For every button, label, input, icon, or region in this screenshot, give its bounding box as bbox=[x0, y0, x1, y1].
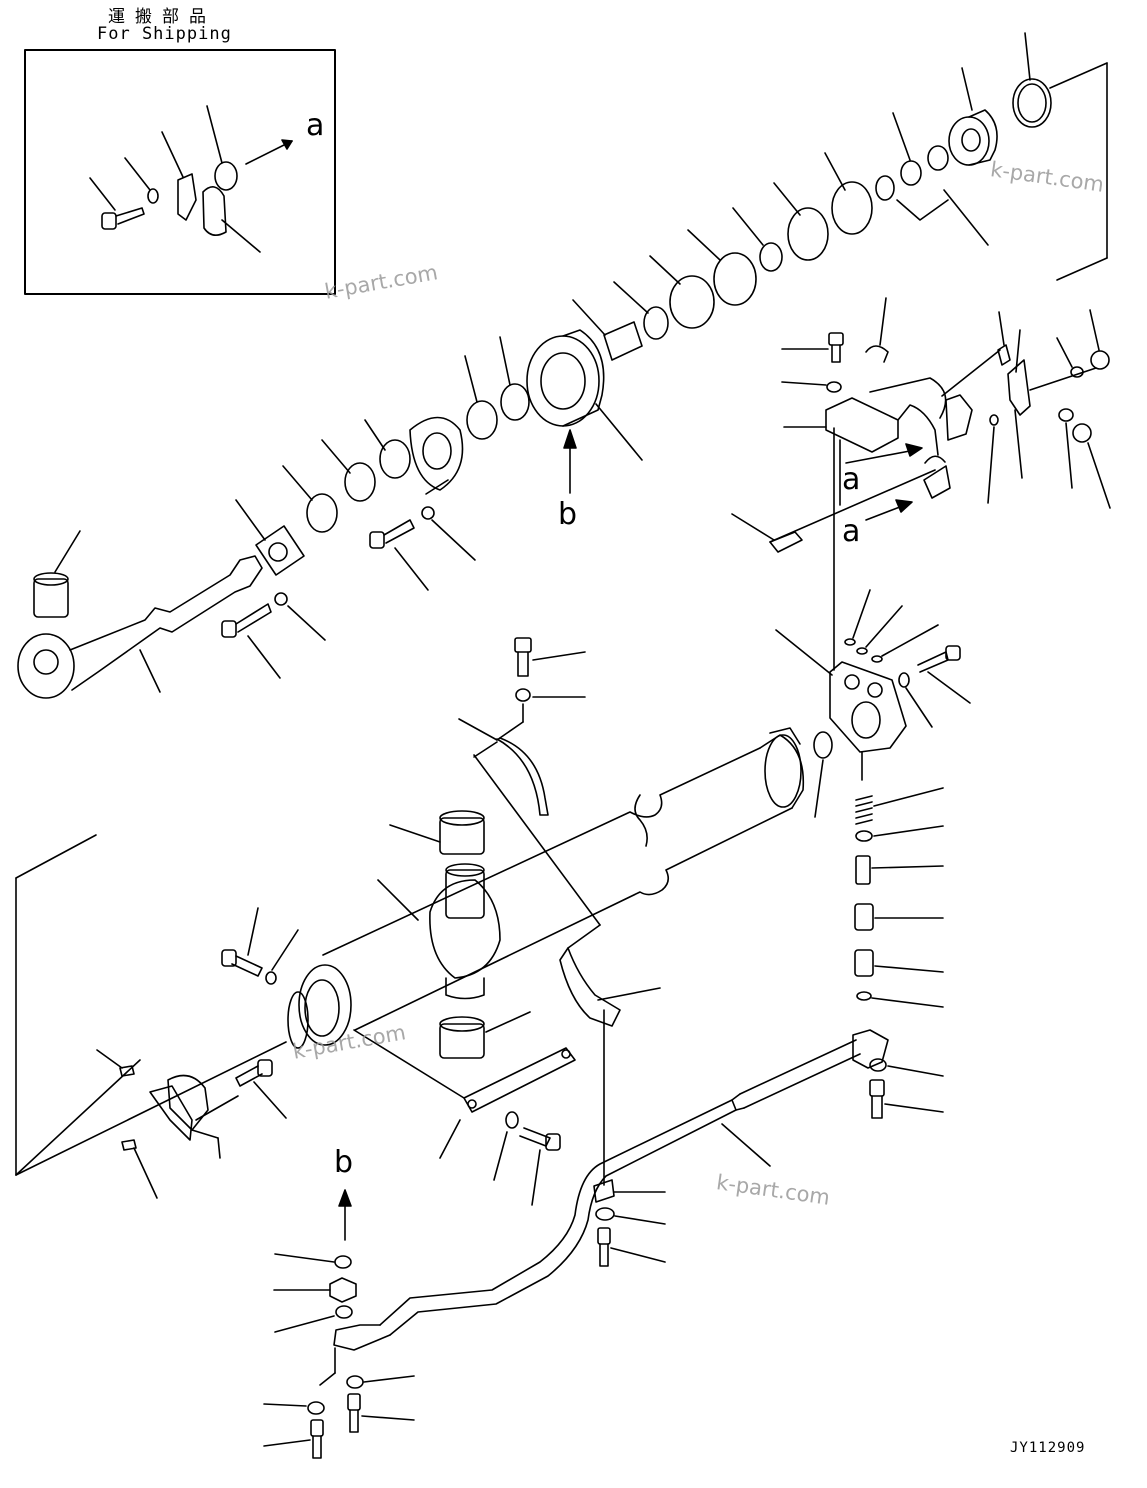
rod-flange-plate bbox=[235, 499, 305, 576]
cylinder-head bbox=[526, 329, 643, 461]
tube-flange-plate bbox=[941, 349, 1001, 441]
valve-parts bbox=[854, 825, 944, 1008]
clamp-bracket bbox=[987, 311, 1031, 504]
shipping-split-flange bbox=[202, 186, 261, 253]
lower-clamp bbox=[473, 754, 661, 1027]
arrow-a-lower bbox=[865, 499, 913, 521]
shipping-cap bbox=[206, 105, 238, 191]
piston-bushing bbox=[572, 299, 643, 361]
shipping-washer bbox=[124, 157, 159, 204]
gland-bolt bbox=[369, 506, 476, 591]
piston-rings bbox=[613, 152, 873, 340]
shipping-half-flange bbox=[161, 131, 197, 221]
tube-clip-bottom bbox=[593, 1009, 666, 1267]
ref-label-a-upper: a bbox=[842, 462, 861, 497]
piston-rod bbox=[17, 555, 263, 699]
arrow-to-a bbox=[245, 139, 293, 165]
ref-label-b-head: b bbox=[558, 497, 578, 532]
valve-bolt bbox=[813, 645, 971, 818]
rod-bushing bbox=[33, 530, 81, 618]
gland-plate bbox=[409, 416, 464, 495]
block-flange bbox=[923, 455, 951, 499]
header-english: For Shipping bbox=[97, 24, 232, 44]
pin-left bbox=[15, 1049, 158, 1199]
bottom-flange-bolt bbox=[221, 907, 299, 985]
ref-label-b-tube: b bbox=[334, 1145, 354, 1180]
tube-block bbox=[783, 377, 947, 671]
shipping-bolt bbox=[89, 177, 145, 230]
ref-label-a-shipping: a bbox=[306, 108, 325, 143]
valve-block bbox=[775, 629, 907, 753]
clamp-nut-washer bbox=[1029, 309, 1111, 509]
block-bolt bbox=[781, 332, 844, 393]
valve-orings bbox=[844, 589, 939, 663]
trunnion-bushing-top bbox=[389, 810, 485, 855]
ref-label-a-lower: a bbox=[842, 514, 861, 549]
cylinder-tube bbox=[287, 727, 805, 1049]
split-flange-lower bbox=[149, 1074, 239, 1159]
tube-clip bbox=[865, 297, 889, 363]
piston-wear-ring bbox=[1012, 32, 1052, 128]
tube-end-parts bbox=[263, 1253, 415, 1459]
piston-nut-rings bbox=[875, 112, 989, 246]
drawing-code: JY112909 bbox=[1010, 1440, 1086, 1456]
clamp-strap bbox=[353, 1029, 576, 1159]
flange-bolt-left bbox=[235, 1059, 287, 1119]
rod-flange-bolt bbox=[221, 592, 326, 679]
gland-seals bbox=[464, 336, 530, 440]
rod-seals bbox=[282, 419, 411, 533]
header-japanese: 運搬部品 bbox=[108, 7, 216, 27]
strap-bolt bbox=[493, 1111, 561, 1206]
shipping-box bbox=[24, 49, 336, 295]
trunnion bbox=[429, 863, 501, 1000]
piston bbox=[948, 67, 998, 166]
valve-spring bbox=[855, 787, 944, 825]
tube-bolts-right bbox=[869, 1058, 944, 1119]
arrow-a-upper bbox=[845, 443, 923, 464]
upper-clamp bbox=[458, 637, 586, 816]
trunnion-bushing-bottom bbox=[439, 1011, 531, 1059]
